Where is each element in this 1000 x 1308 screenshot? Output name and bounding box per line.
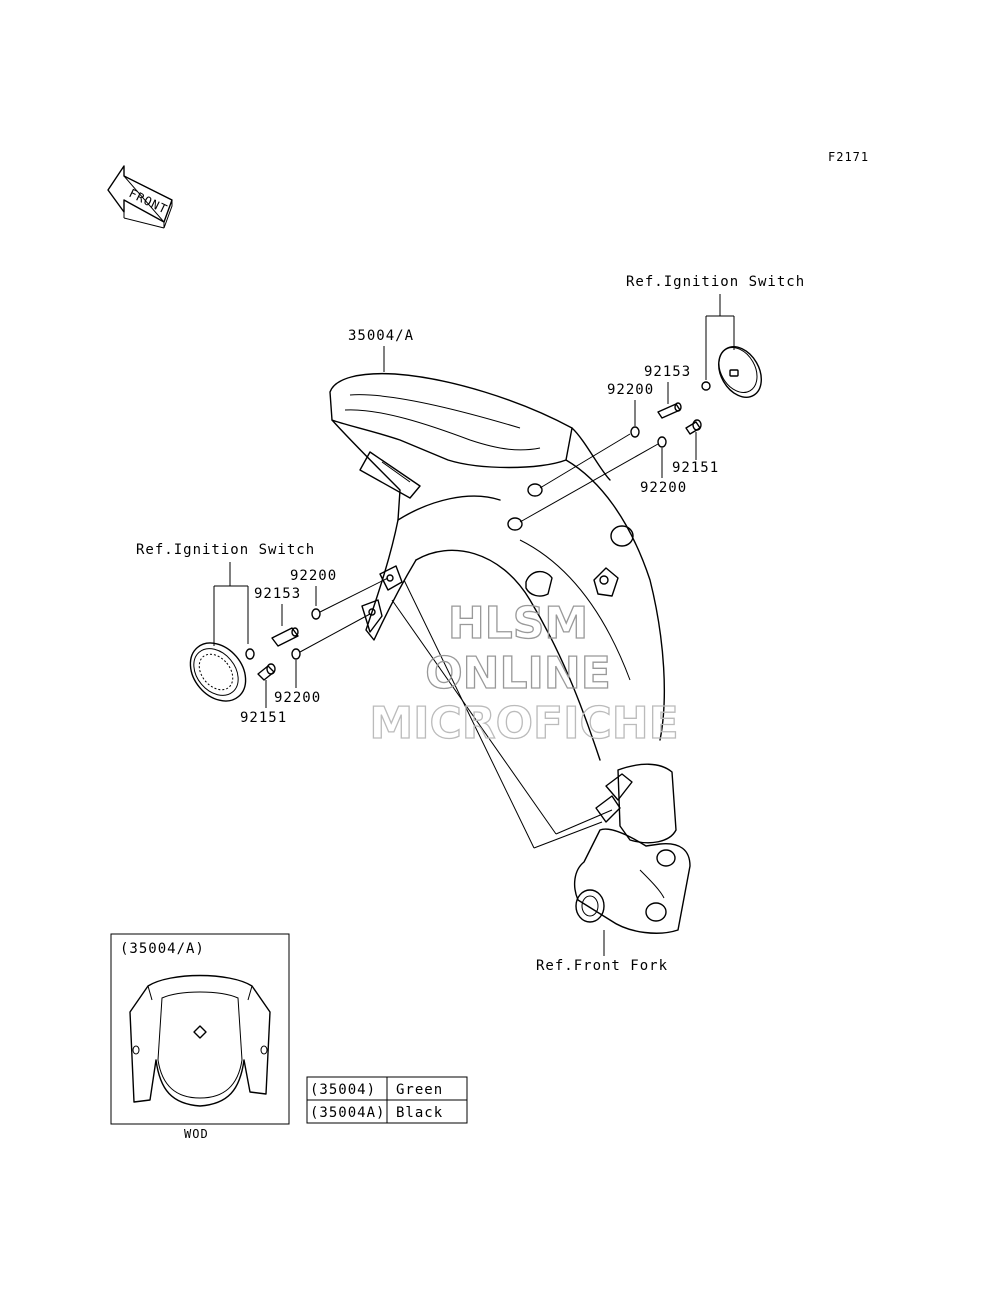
inset-fender-front-view bbox=[129, 974, 271, 1107]
inset-title: (35004/A) bbox=[120, 941, 205, 957]
left-bolt-92151 bbox=[257, 663, 276, 681]
label-r-92151: 92151 bbox=[672, 460, 719, 476]
front-arrow-icon: FRONT bbox=[107, 165, 173, 229]
right-ignition-bracket bbox=[705, 294, 735, 380]
front-arrow-label: FRONT bbox=[127, 186, 170, 217]
color-table-color-1: Green bbox=[396, 1082, 443, 1098]
front-fender bbox=[329, 372, 665, 761]
color-table: (35004) Green (35004A) Black bbox=[306, 1076, 468, 1124]
color-table-color-2: Black bbox=[396, 1105, 443, 1121]
right-spacer-92153 bbox=[657, 402, 682, 419]
watermark: HLSM ONLINE MICROFICHE bbox=[369, 597, 680, 749]
inset-caption: WOD bbox=[184, 1127, 209, 1141]
left-reflector bbox=[189, 642, 255, 702]
watermark-line3: MICROFICHE bbox=[369, 698, 678, 749]
left-mount-leaders bbox=[299, 577, 389, 653]
label-r-92153: 92153 bbox=[644, 364, 691, 380]
right-reflector bbox=[701, 346, 762, 398]
left-washer-top bbox=[311, 608, 321, 620]
label-l-92151: 92151 bbox=[240, 710, 287, 726]
color-table-part-2: (35004A) bbox=[310, 1105, 385, 1121]
right-washer-top bbox=[630, 426, 640, 438]
label-ref-ignition-right: Ref.Ignition Switch bbox=[626, 274, 805, 290]
label-l-92200-bottom: 92200 bbox=[274, 690, 321, 706]
fork-mount-leaders bbox=[391, 579, 613, 956]
figure-code: F2171 bbox=[828, 150, 869, 164]
right-bolt-92151 bbox=[685, 419, 702, 435]
label-fender: 35004/A bbox=[348, 328, 414, 344]
label-r-92200-top: 92200 bbox=[607, 382, 654, 398]
front-fork bbox=[573, 763, 691, 934]
label-ref-front-fork: Ref.Front Fork bbox=[536, 958, 668, 974]
label-l-92153: 92153 bbox=[254, 586, 301, 602]
right-washer-bottom bbox=[657, 436, 667, 448]
watermark-line1: HLSM bbox=[448, 598, 588, 649]
label-r-92200-bottom: 92200 bbox=[640, 480, 687, 496]
left-washer-bottom bbox=[291, 648, 301, 660]
color-table-part-1: (35004) bbox=[310, 1082, 376, 1098]
left-ignition-bracket bbox=[213, 562, 249, 646]
inset-box: (35004/A) WOD bbox=[110, 933, 290, 1141]
label-ref-ignition-left: Ref.Ignition Switch bbox=[136, 542, 315, 558]
label-l-92200-top: 92200 bbox=[290, 568, 337, 584]
left-spacer-92153 bbox=[271, 627, 299, 647]
watermark-line2: ONLINE bbox=[425, 648, 611, 699]
right-mount-leaders bbox=[519, 433, 659, 523]
